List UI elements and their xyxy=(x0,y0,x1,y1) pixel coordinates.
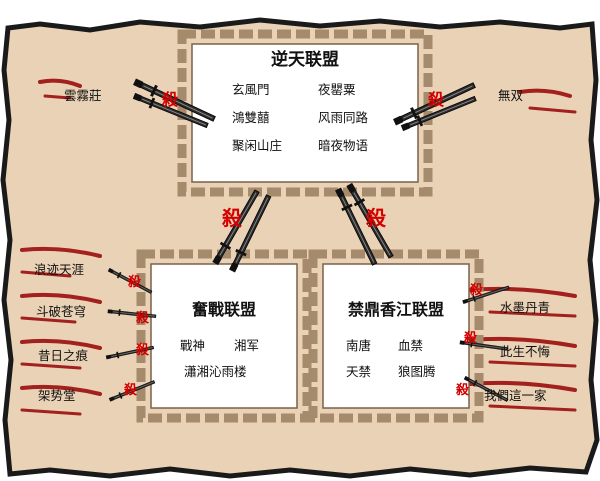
alliance-box-right xyxy=(308,249,484,423)
member-right-1: 南唐 xyxy=(346,338,372,353)
member-top-5: 聚闲山庄 xyxy=(232,138,283,153)
kill-glyph-top-left: 殺 xyxy=(162,90,179,109)
kill-glyph-top-to-left: 殺 xyxy=(222,206,242,230)
enemy-label-left-4: 架势堂 xyxy=(38,388,76,403)
kill-glyph-right-3: 殺 xyxy=(456,383,470,398)
kill-glyph-right-1: 殺 xyxy=(470,283,484,298)
member-top-4: 风雨同路 xyxy=(318,110,369,125)
alliance-box-top xyxy=(177,29,433,197)
member-top-2: 夜罌粟 xyxy=(318,82,356,97)
kill-glyph-left-3: 殺 xyxy=(136,343,150,358)
enemy-label-top-right: 無双 xyxy=(498,88,524,103)
kill-glyph-left-4: 殺 xyxy=(124,383,138,398)
kill-glyph-top-to-right: 殺 xyxy=(366,206,386,230)
member-left-2: 湘军 xyxy=(234,338,260,353)
enemy-label-top-left: 雲霧莊 xyxy=(64,88,102,103)
enemy-label-right-3: 我們這一家 xyxy=(484,388,547,403)
alliance-box-left xyxy=(136,249,312,423)
enemy-label-right-2: 此生不悔 xyxy=(500,344,551,359)
alliance-title-top: 逆天联盟 xyxy=(271,50,339,70)
member-left-1: 戰神 xyxy=(180,338,206,353)
enemy-label-left-2: 斗破苍穹 xyxy=(36,304,87,319)
member-right-2: 血禁 xyxy=(398,338,424,353)
member-top-3: 鴻雙囍 xyxy=(232,110,270,125)
enemy-label-left-3: 昔日之痕 xyxy=(38,348,89,363)
member-left-3: 瀟湘沁雨楼 xyxy=(184,364,247,379)
member-top-1: 玄風門 xyxy=(232,82,270,97)
alliance-title-left: 奮戰联盟 xyxy=(191,300,256,319)
kill-glyph-top-right: 殺 xyxy=(428,90,445,109)
kill-glyph-left-2: 殺 xyxy=(136,311,150,326)
kill-glyph-right-2: 殺 xyxy=(464,331,478,346)
member-top-6: 暗夜物语 xyxy=(318,138,369,153)
alliance-title-right: 禁鼎香江联盟 xyxy=(347,300,444,319)
enemy-label-left-1: 浪迹天涯 xyxy=(34,262,85,277)
member-right-3: 天禁 xyxy=(346,364,372,379)
enemy-label-right-1: 水墨丹青 xyxy=(500,300,551,315)
kill-glyph-left-1: 殺 xyxy=(128,275,142,290)
blood-streaks xyxy=(20,78,577,416)
member-right-4: 狼图腾 xyxy=(398,364,436,379)
